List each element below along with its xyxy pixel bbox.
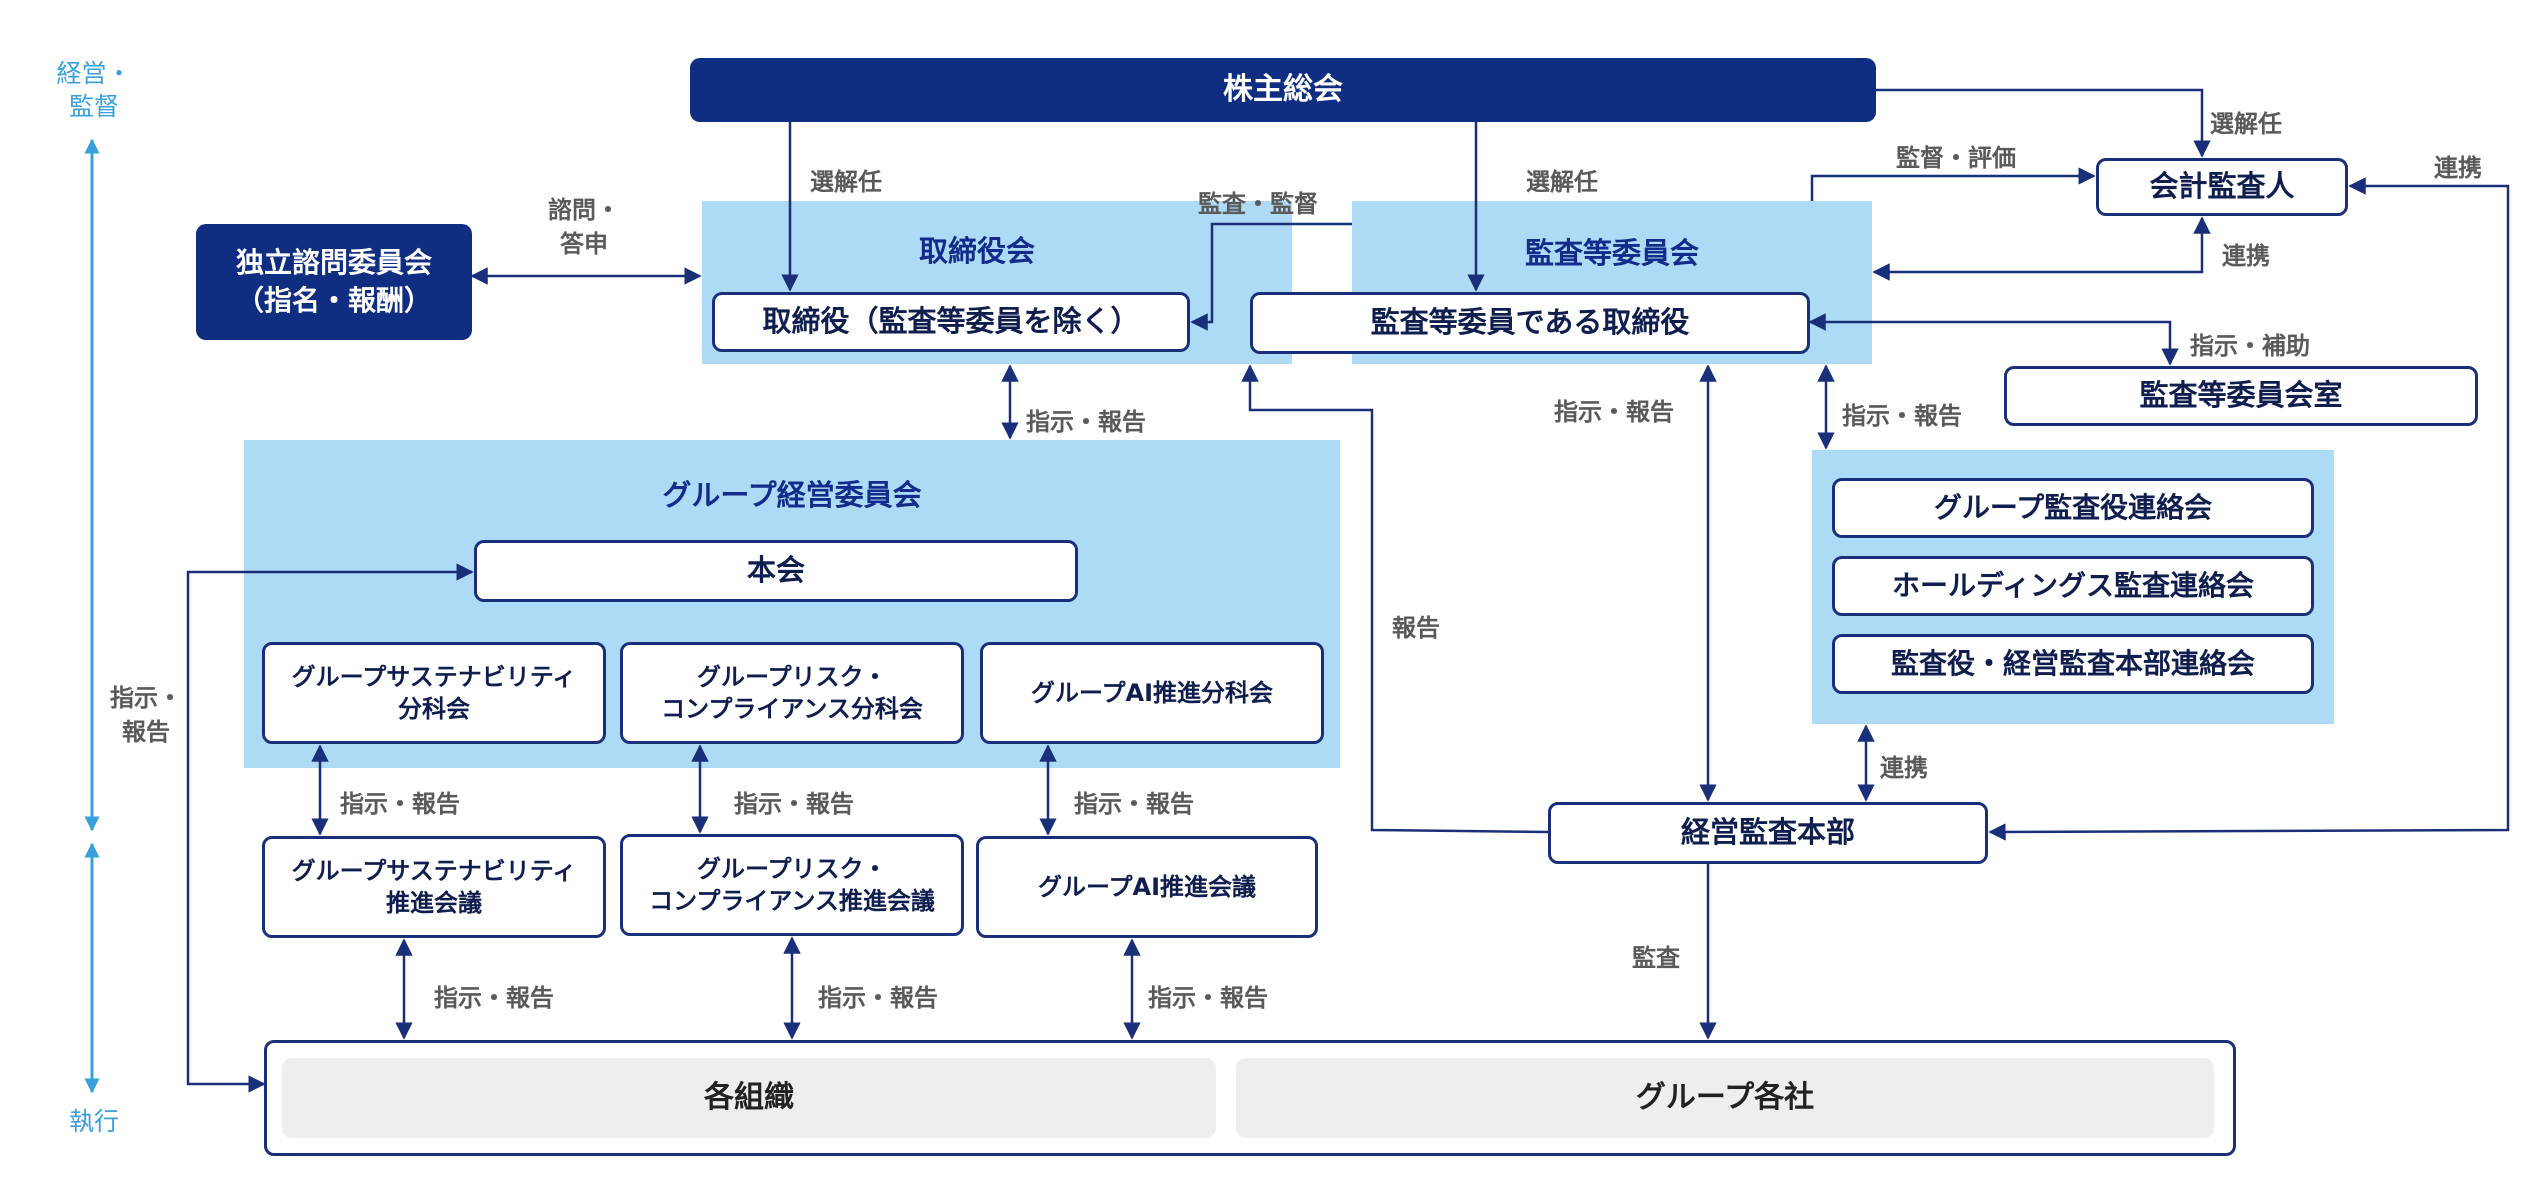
label-report: 報告	[1392, 614, 1440, 642]
label-instruct-report-liaison: 指示・報告	[1842, 402, 1962, 430]
label-instruct-report-pro3: 指示・報告	[1148, 984, 1268, 1012]
label-supervise-evaluate: 監督・評価	[1896, 144, 2016, 172]
label-audit: 監査	[1632, 944, 1680, 972]
board-title: 取締役会	[918, 234, 1035, 268]
advisory-committee: 独立諮問委員会 （指名・報酬）	[196, 224, 472, 340]
label-instruct-report-sub3: 指示・報告	[1074, 790, 1194, 818]
directors-box: 取締役（監査等委員を除く）	[712, 292, 1190, 352]
edge-link-auditor	[1872, 216, 2211, 281]
edge-hq-report	[1241, 364, 1549, 834]
edge-link-auditor-hq	[1988, 177, 2510, 841]
label-instruct-report-board: 指示・報告	[1026, 408, 1146, 436]
label-instruct-report-side: 指示・ 報告	[110, 684, 182, 746]
edge-side-instruct	[186, 563, 474, 1093]
label-audit-supervise: 監査・監督	[1198, 190, 1318, 218]
side-label-execution: 執行	[68, 1107, 119, 1136]
label-appoint-board: 選解任	[810, 168, 882, 196]
subcommittee-risk-compliance: グループリスク・ コンプライアンス分科会	[620, 642, 964, 744]
label-instruct-report-pro2: 指示・報告	[818, 984, 938, 1012]
edge-instruct-assist	[1808, 313, 2179, 366]
label-appoint-auditor: 選解任	[2210, 110, 2282, 138]
edge-audit-supervise	[1190, 222, 1352, 331]
label-instruct-report-hq: 指示・報告	[1554, 398, 1674, 426]
audit-committee-title: 監査等委員会	[1524, 236, 1699, 270]
label-appoint-audit: 選解任	[1526, 168, 1598, 196]
side-label-supervision: 経営・ 監督	[56, 59, 132, 121]
edge-supervise-evaluate	[1810, 167, 2096, 201]
main-meeting: 本会	[474, 540, 1078, 602]
edge-shareholders-auditor	[1876, 88, 2211, 158]
label-instruct-report-sub2: 指示・報告	[734, 790, 854, 818]
label-consult: 諮問・ 答申	[548, 196, 620, 258]
promotion-risk-compliance: グループリスク・ コンプライアンス推進会議	[620, 834, 964, 936]
subcommittee-ai: グループAI推進分科会	[980, 642, 1324, 744]
group-management-title: グループ経営委員会	[662, 478, 922, 512]
shareholders-meeting: 株主総会	[690, 58, 1876, 122]
label-link-liaison: 連携	[1880, 754, 1928, 782]
group-companies-box: グループ各社	[1236, 1058, 2214, 1138]
label-link-auditor-right: 連携	[2434, 154, 2482, 182]
promotion-ai: グループAI推進会議	[976, 836, 1318, 938]
management-audit-hq: 経営監査本部	[1548, 802, 1988, 864]
